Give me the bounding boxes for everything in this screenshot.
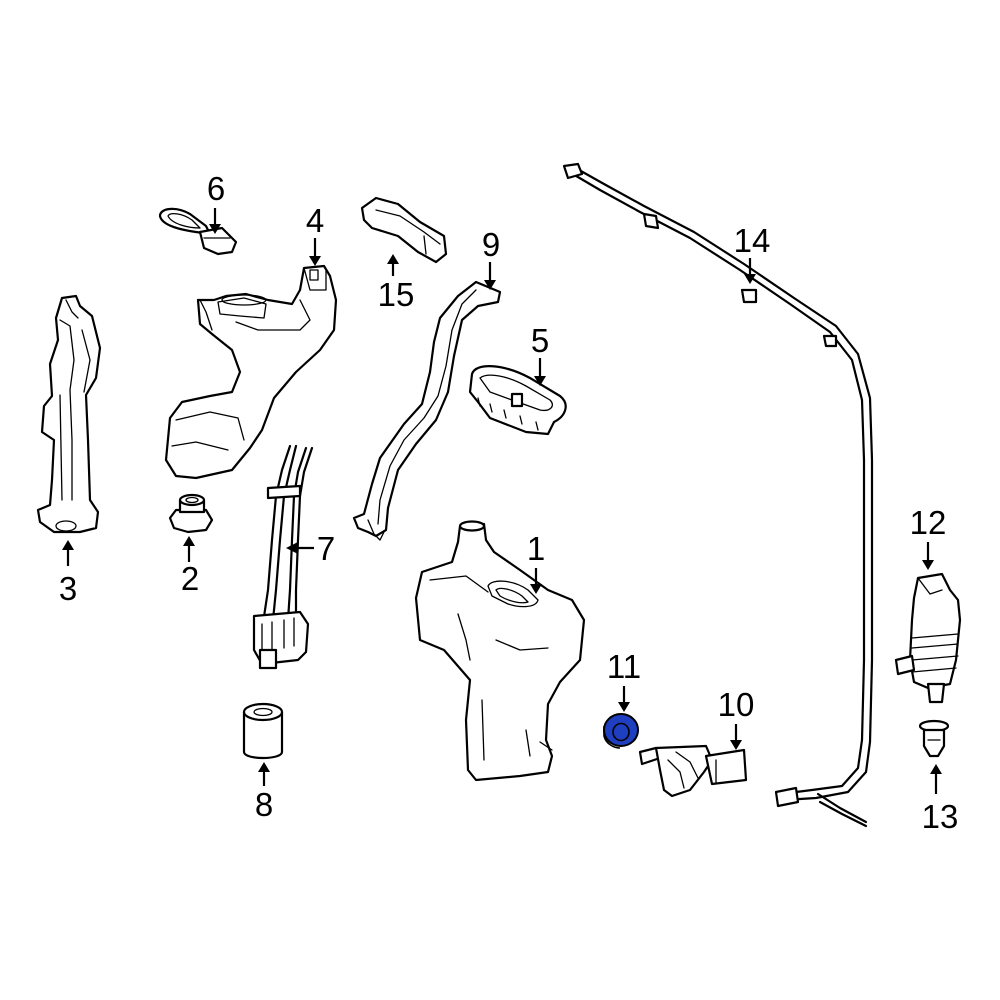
part-8-cylinder[interactable] xyxy=(242,702,284,760)
callout-11: 11 xyxy=(607,648,641,685)
callout-13: 13 xyxy=(922,798,959,835)
callout-6: 6 xyxy=(207,170,225,207)
callout-10: 10 xyxy=(718,686,755,723)
part-14-washer-line[interactable] xyxy=(562,162,874,828)
part-7-hose[interactable] xyxy=(252,444,314,670)
callout-2: 2 xyxy=(181,560,199,597)
part-1-reservoir[interactable] xyxy=(414,520,586,782)
part-15-clip[interactable] xyxy=(360,196,448,264)
part-5-seal[interactable] xyxy=(468,365,567,436)
part-3-bracket[interactable] xyxy=(36,294,102,534)
callout-12: 12 xyxy=(910,504,947,541)
callout-5: 5 xyxy=(531,322,549,359)
callout-1: 1 xyxy=(527,530,545,567)
callout-3: 3 xyxy=(59,570,77,607)
callout-15: 15 xyxy=(378,276,415,313)
part-12-pump[interactable] xyxy=(894,572,962,704)
callout-8: 8 xyxy=(255,786,273,823)
callout-9: 9 xyxy=(482,226,500,263)
part-11-grommet[interactable] xyxy=(603,713,639,749)
part-9-tube-bracket[interactable] xyxy=(352,280,502,541)
part-4-reservoir-upper[interactable] xyxy=(164,264,338,480)
part-13-pin[interactable] xyxy=(918,719,950,758)
callout-arrows xyxy=(62,208,942,794)
part-6-cap[interactable] xyxy=(158,207,238,256)
callout-7: 7 xyxy=(317,530,335,567)
part-10-pump[interactable] xyxy=(638,744,748,798)
callout-4: 4 xyxy=(306,202,324,239)
callout-14: 14 xyxy=(734,222,771,259)
part-2-grommet[interactable] xyxy=(168,493,214,534)
callout-labels: 6 4 15 9 5 14 3 2 7 1 12 11 10 8 13 xyxy=(59,170,959,835)
